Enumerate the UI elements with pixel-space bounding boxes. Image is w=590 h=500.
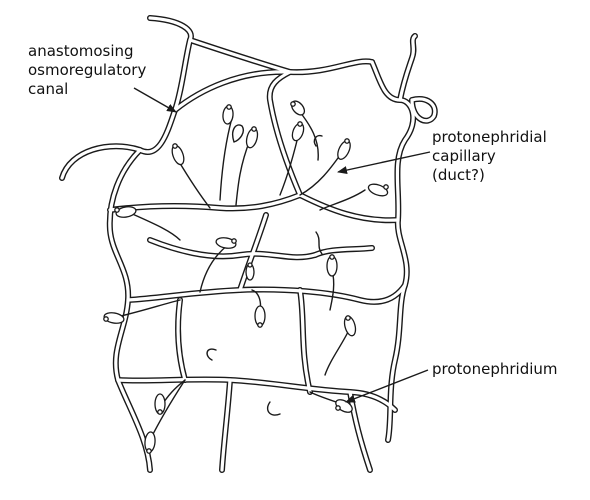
osmoregulatory-canals bbox=[59, 15, 438, 473]
label-line: capillary bbox=[432, 147, 496, 165]
label-line: anastomosing bbox=[28, 42, 134, 60]
protonephridium-bulb bbox=[245, 262, 255, 281]
protonephridium-bulb bbox=[343, 315, 357, 337]
protonephridium-bulb bbox=[144, 431, 156, 454]
protonephridium-bulb bbox=[367, 183, 389, 197]
protonephridium-bulb bbox=[222, 104, 234, 125]
protonephridium-bulb bbox=[335, 399, 353, 413]
label-line: canal bbox=[28, 80, 69, 98]
protonephridium-bulb bbox=[154, 393, 166, 415]
protonephridium-bulb bbox=[103, 312, 125, 324]
label-line: osmoregulatory bbox=[28, 61, 147, 79]
protonephridium-bulb bbox=[245, 126, 259, 149]
canal-leader-arrow bbox=[133, 87, 177, 113]
label-line: protonephridial bbox=[432, 128, 547, 146]
protonephridium-bulb bbox=[114, 206, 137, 218]
protonephridia bbox=[103, 100, 389, 454]
label-protonephridial-capillary: protonephridial capillary (duct?) bbox=[432, 128, 547, 185]
protonephridium-bulb bbox=[291, 121, 305, 142]
protonephridium-bulb bbox=[254, 305, 266, 328]
protonephridium-bulb bbox=[337, 138, 351, 160]
label-line: (duct?) bbox=[432, 166, 485, 184]
label-protonephridium: protonephridium bbox=[432, 360, 558, 379]
label-line: protonephridium bbox=[432, 360, 558, 378]
protonephridium-bulb bbox=[326, 254, 338, 277]
protonephridium-leader-arrow bbox=[345, 369, 429, 403]
protonephridium-bulb bbox=[171, 143, 185, 166]
protonephridium-bulb bbox=[290, 100, 306, 116]
capillary-leader-arrow bbox=[337, 151, 431, 174]
label-osmoregulatory-canal: anastomosing osmoregulatory canal bbox=[28, 42, 146, 99]
protonephridium-bulb bbox=[215, 237, 237, 249]
